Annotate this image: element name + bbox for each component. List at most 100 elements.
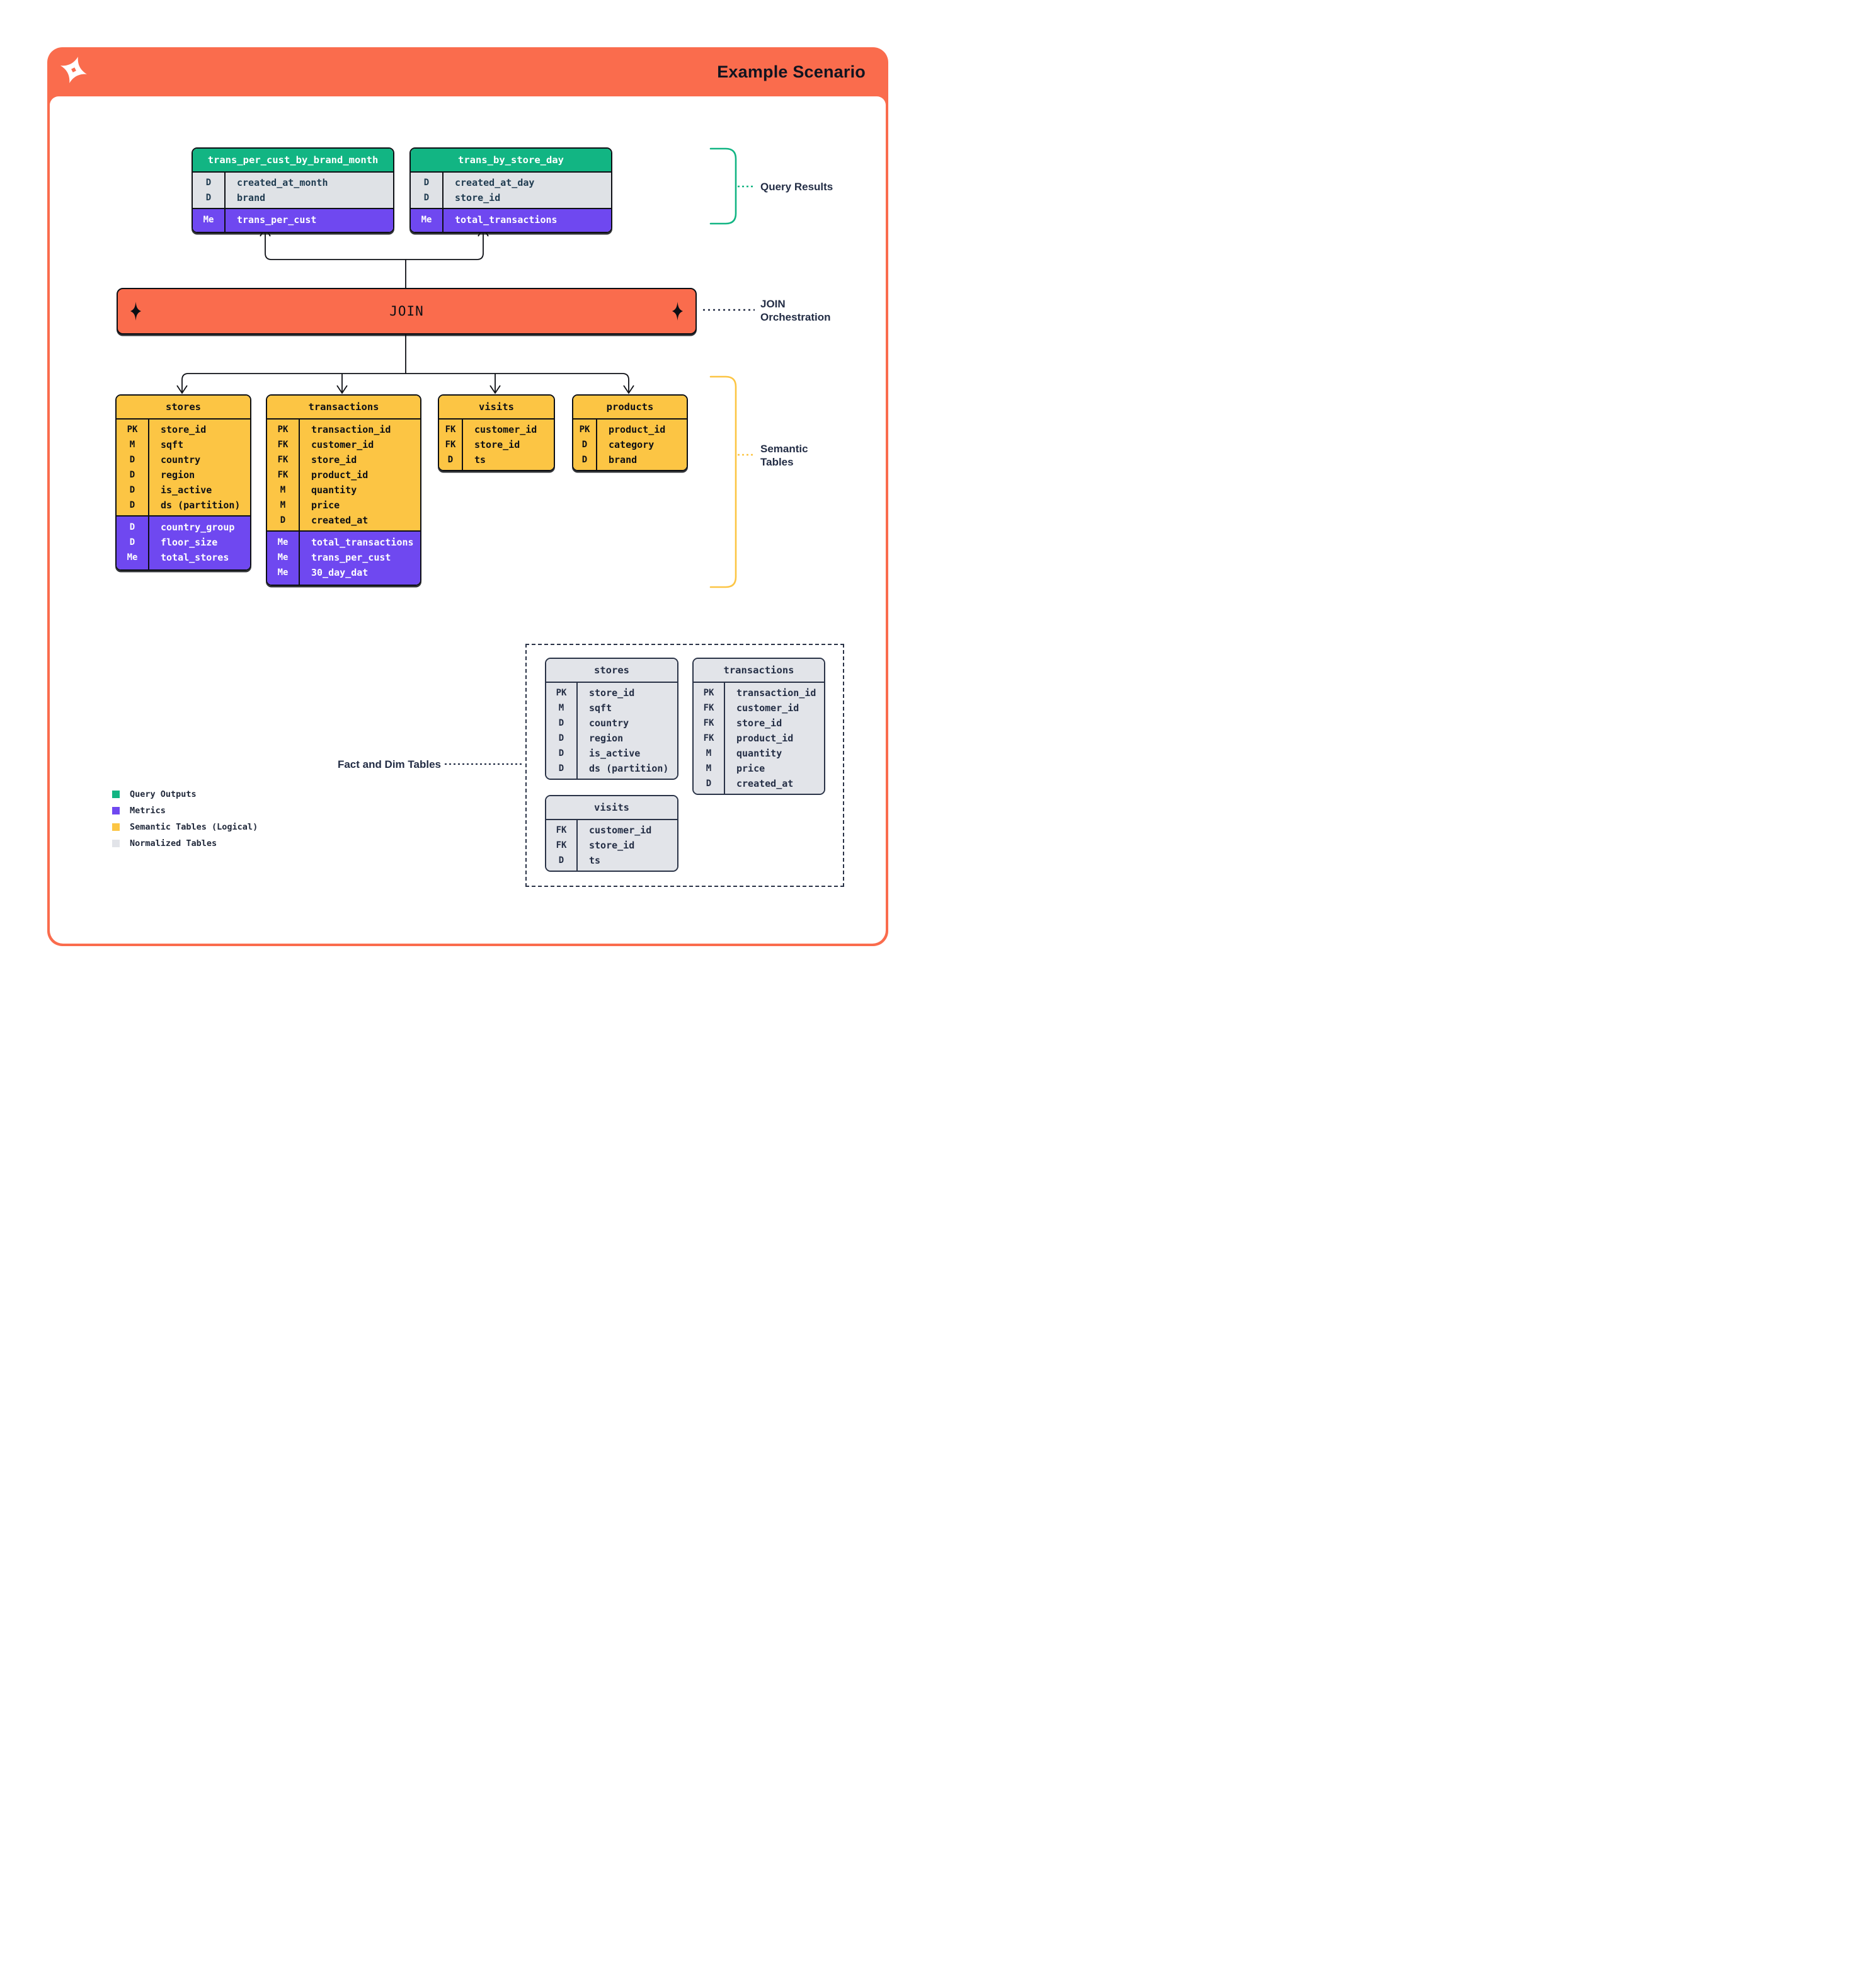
field-type-badge: FK [556, 840, 567, 850]
table-title: stores [117, 396, 250, 420]
field-type-badge: D [706, 779, 712, 789]
field-name: 30_day_dat [311, 567, 369, 578]
semantic-tables-label-line1: Semantic [760, 443, 808, 455]
field-type-badge: D [129, 500, 135, 510]
diagram-page: Example Scenario trans_per_cust_by_brand… [0, 0, 936, 994]
table-row: Me 30_day_dat [267, 565, 420, 580]
query-results-label: Query Results [760, 181, 833, 193]
table-title: transactions [267, 396, 420, 420]
join-label: JOIN [389, 304, 424, 319]
field-type-badge: Me [127, 552, 138, 563]
fact-dim-tables-label: Fact and Dim Tables [337, 758, 441, 770]
legend-label: Query Outputs [130, 789, 197, 799]
field-type-badge: FK [277, 440, 289, 450]
field-name: customer_id [736, 702, 799, 714]
field-name: brand [609, 454, 638, 466]
field-type-badge: D [423, 178, 430, 188]
legend-item-metrics: Metrics [112, 806, 258, 815]
field-type-badge: Me [277, 568, 289, 578]
legend-label: Semantic Tables (Logical) [130, 822, 258, 832]
field-name: country_group [161, 522, 235, 533]
table-title: visits [439, 396, 554, 420]
semantic-tables-label: Semantic Tables [760, 442, 808, 469]
field-type-badge: M [280, 500, 286, 510]
fact-dim-dashed-box [525, 644, 844, 887]
field-type-badge: FK [445, 440, 456, 450]
field-name: created_at_day [455, 177, 535, 188]
table-title: visits [546, 796, 677, 820]
field-name: brand [237, 192, 266, 203]
field-type-badge: Me [277, 537, 289, 547]
field-type-badge: D [558, 718, 564, 728]
field-name: category [609, 439, 655, 450]
legend-item-semantic-tables: Semantic Tables (Logical) [112, 823, 258, 831]
table-title: transactions [694, 659, 824, 683]
field-name: country [161, 454, 201, 466]
legend-swatch-yellow [112, 823, 120, 831]
legend-item-normalized-tables: Normalized Tables [112, 839, 258, 848]
field-type-badge: D [280, 515, 286, 525]
star-diamond-icon [130, 302, 141, 321]
field-type-badge: PK [703, 688, 714, 698]
join-orchestration-bar: JOIN [117, 288, 697, 334]
field-type-badge: D [129, 522, 135, 532]
field-name: created_at_month [237, 177, 328, 188]
legend-swatch-green [112, 791, 120, 798]
field-name: customer_id [474, 424, 537, 435]
star-diamond-icon [672, 302, 683, 321]
brand-star-logo-icon [60, 57, 87, 83]
field-name: store_id [589, 840, 635, 851]
join-orchestration-label-line2: Orchestration [760, 311, 831, 323]
field-type-badge: D [129, 455, 135, 465]
join-orchestration-label: JOIN Orchestration [760, 297, 830, 324]
legend-swatch-purple [112, 807, 120, 814]
field-name: created_at [736, 778, 794, 789]
field-name: product_id [311, 469, 369, 481]
field-name: ts [589, 855, 601, 866]
field-name: quantity [311, 484, 357, 496]
field-type-badge: D [205, 178, 212, 188]
legend: Query Outputs Metrics Semantic Tables (L… [112, 789, 258, 856]
field-type-badge: PK [579, 425, 590, 435]
